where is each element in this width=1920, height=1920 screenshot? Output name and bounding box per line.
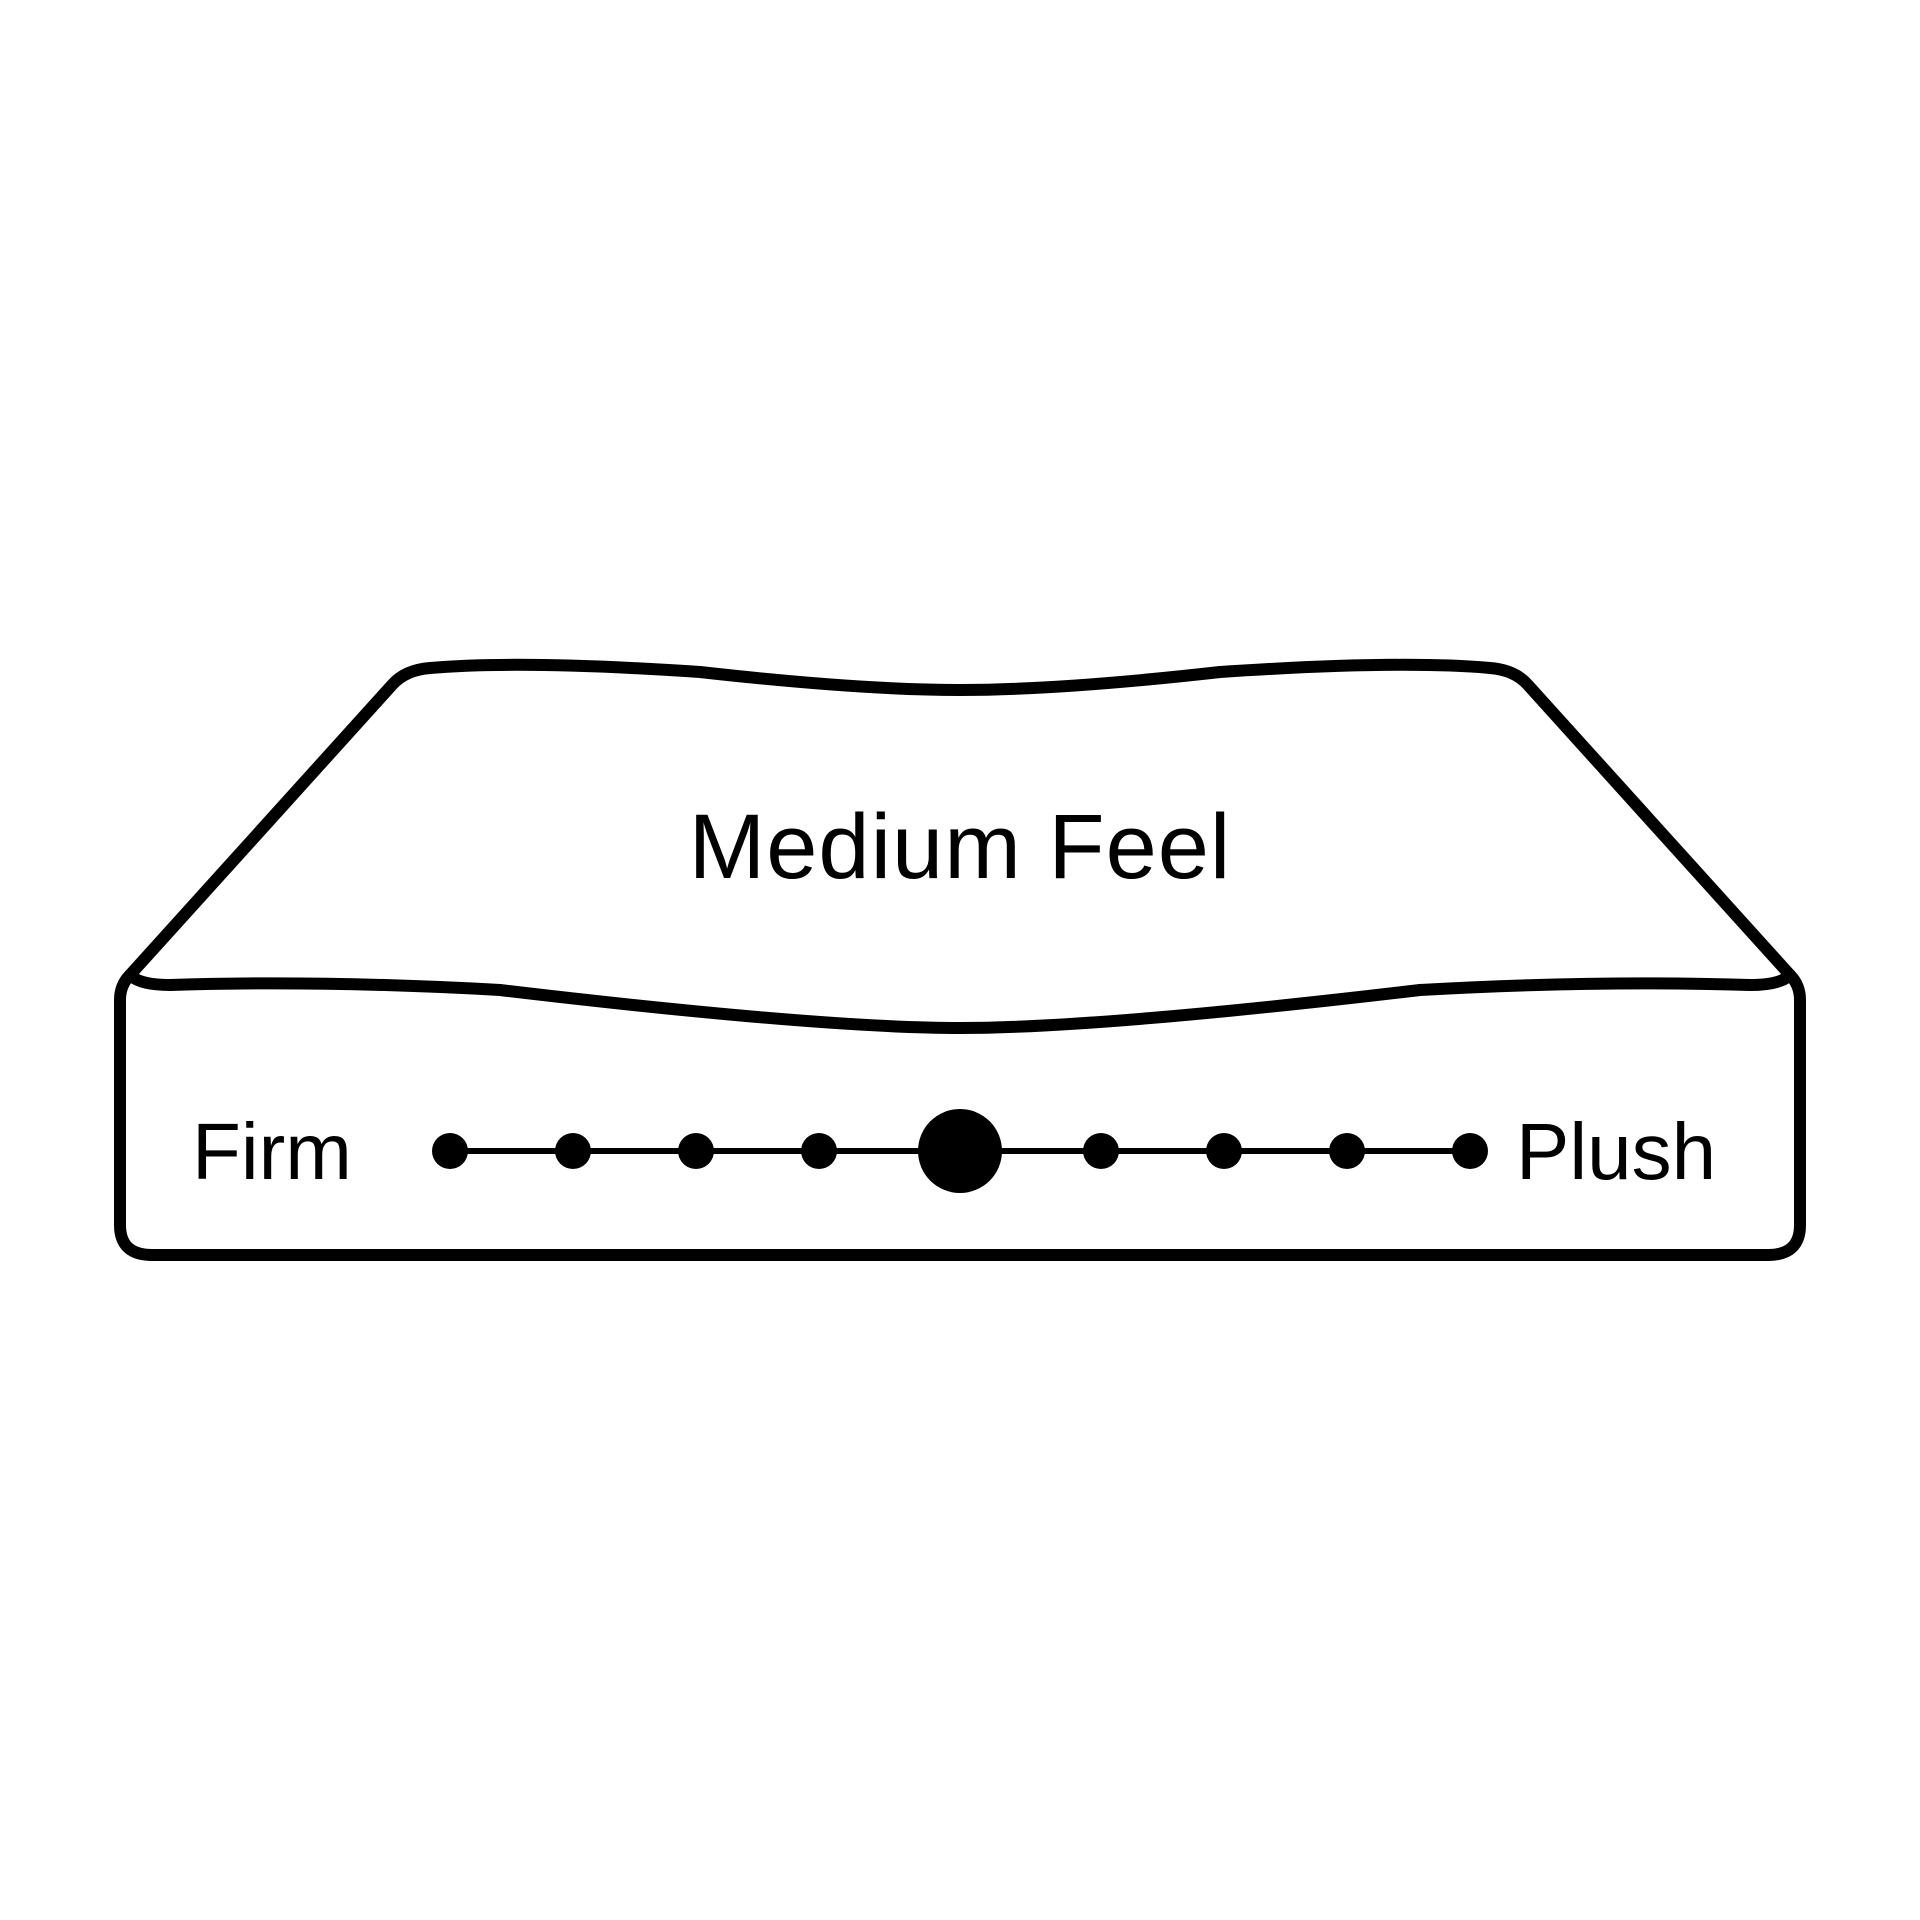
plush-label: Plush (1516, 1107, 1717, 1196)
scale-dot (1083, 1133, 1119, 1169)
firmness-scale (432, 1109, 1488, 1193)
mattress-body-outline (114, 969, 1806, 1261)
feel-title: Medium Feel (688, 796, 1232, 898)
firm-label: Firm (192, 1107, 352, 1196)
scale-dot (678, 1133, 714, 1169)
scale-dot-selected (918, 1109, 1002, 1193)
scale-dot (801, 1133, 837, 1169)
mattress-top-outline (124, 658, 1796, 981)
scale-dot (1452, 1133, 1488, 1169)
scale-dot (1329, 1133, 1365, 1169)
mattress-seam (124, 969, 1796, 1034)
scale-dot (1206, 1133, 1242, 1169)
scale-dot (555, 1133, 591, 1169)
scale-dot (432, 1133, 468, 1169)
